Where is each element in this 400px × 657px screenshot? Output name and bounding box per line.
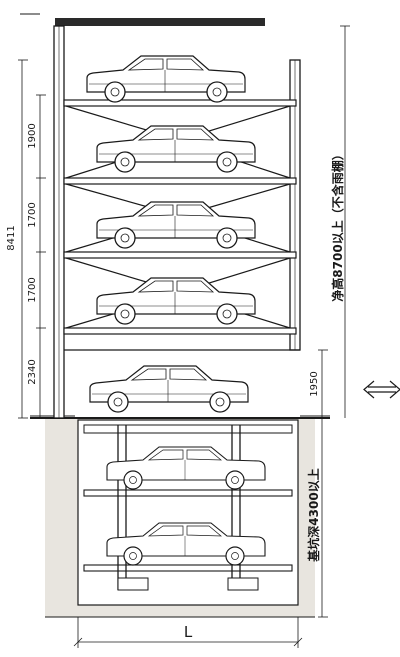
ceiling-hatch [20, 13, 265, 26]
pallet-level-2 [63, 177, 297, 185]
width-dimension [73, 617, 303, 648]
pallet-level-3 [63, 251, 297, 259]
dimension-tier-1: 1900 [27, 123, 38, 148]
car-level-top [86, 55, 246, 103]
dimension-line-left [18, 59, 46, 419]
dimension-total-height: 8411 [6, 225, 17, 250]
car-level-2 [96, 125, 256, 173]
car-level-4 [96, 277, 256, 325]
note-pit-depth: 基坑深4300以上 [306, 468, 321, 562]
car-level-3 [96, 201, 256, 249]
width-label: L [184, 623, 193, 641]
ground-line [30, 415, 330, 419]
pit-structure [83, 424, 293, 591]
note-clear-height: 净高8700以上（不含雨棚） [330, 148, 345, 301]
dimension-tier-3: 1700 [27, 277, 38, 302]
dimension-ground-tier: 2340 [27, 359, 38, 384]
double-arrow-icon [363, 380, 400, 399]
dimension-ground-clearance: 1950 [309, 371, 320, 396]
dimension-tier-2: 1700 [27, 202, 38, 227]
pallet-level-1 [63, 99, 297, 107]
dimension-line-right [318, 25, 350, 618]
pallet-level-4 [63, 327, 297, 335]
car-ground-level [89, 365, 249, 413]
